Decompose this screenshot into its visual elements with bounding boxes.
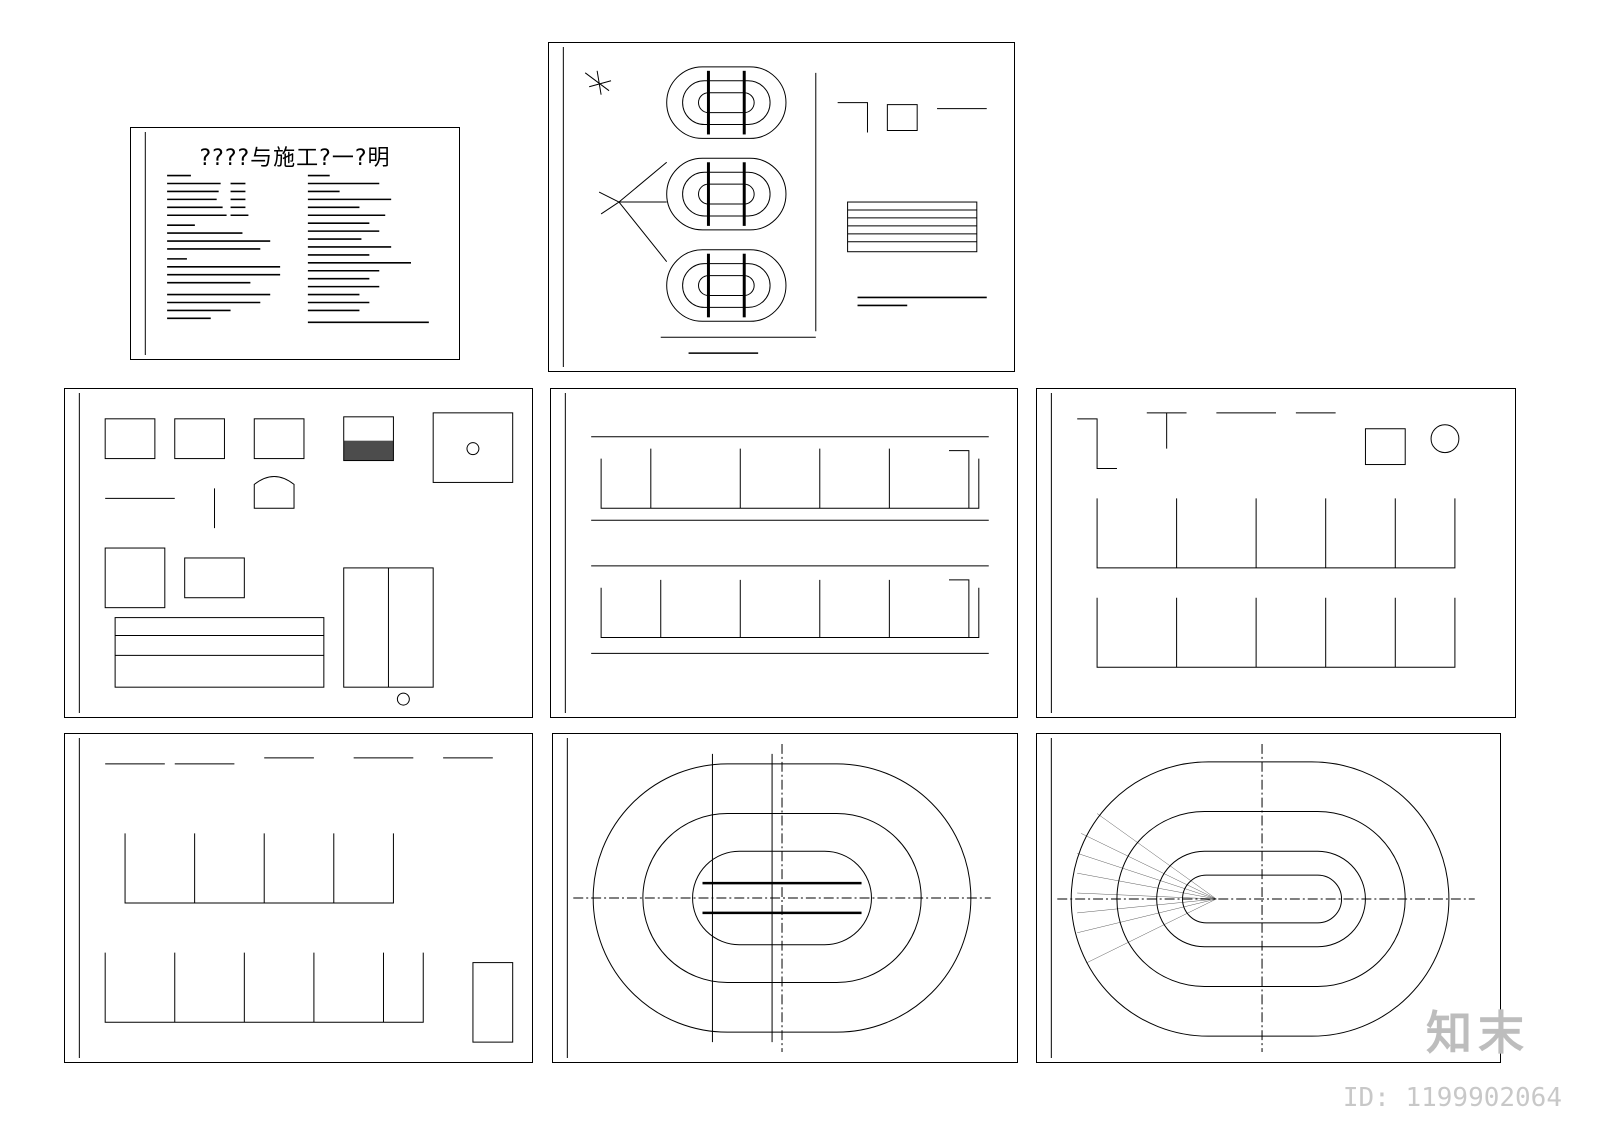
sheet-details bbox=[64, 388, 533, 718]
sheet-sections bbox=[550, 388, 1018, 718]
watermark-id: ID: 1199902064 bbox=[1342, 1083, 1562, 1113]
notes-text-block bbox=[144, 131, 429, 356]
sheet-wall-sections bbox=[64, 733, 533, 1063]
sheet-reinforcement-plan bbox=[1036, 733, 1501, 1063]
sheet-pond-plan bbox=[548, 42, 1015, 372]
reinforcement-plan-drawing bbox=[1050, 737, 1475, 1059]
wall-sections-drawing bbox=[78, 737, 514, 1059]
sheet-sections-2 bbox=[1036, 388, 1516, 718]
watermark-brand: 知末 bbox=[1426, 1006, 1530, 1060]
design-notes-title: ????与施工?一?明 bbox=[199, 146, 391, 171]
sheet-design-notes: ????与施工?一?明 bbox=[130, 127, 460, 360]
oval-plan-drawing bbox=[566, 737, 991, 1059]
sections-2-drawing bbox=[1050, 392, 1460, 714]
details-drawing bbox=[78, 392, 514, 714]
pond-plan-drawing bbox=[562, 46, 987, 368]
sheet-oval-plan bbox=[552, 733, 1018, 1063]
sections-drawing bbox=[564, 392, 989, 714]
